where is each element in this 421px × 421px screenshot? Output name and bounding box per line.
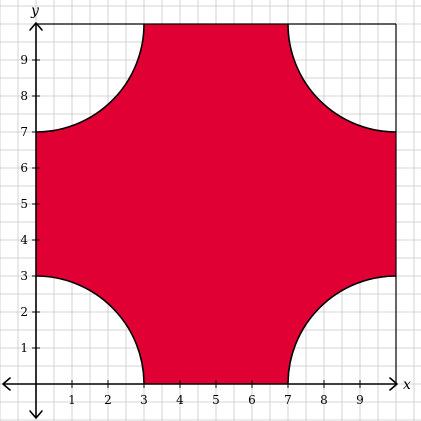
x-axis-arrow-left (2, 377, 11, 391)
y-tick-label: 1 (20, 341, 28, 355)
corner-arc-top-right (287, 23, 397, 133)
x-axis-arrow-right (389, 377, 398, 391)
x-tick-label: 1 (68, 393, 76, 407)
x-tick-label: 8 (320, 393, 328, 407)
axes: x y (2, 3, 411, 419)
y-tick-label: 3 (20, 269, 28, 283)
x-tick-label: 3 (140, 393, 148, 407)
y-tick-label: 5 (20, 197, 28, 211)
x-tick-label: 4 (176, 393, 184, 407)
y-tick-label: 2 (20, 305, 28, 319)
y-axis-arrow-down (29, 410, 43, 419)
x-tick-label: 7 (284, 393, 292, 407)
x-tick-label: 2 (104, 393, 112, 407)
y-tick-label: 8 (20, 89, 28, 103)
y-tick-label: 4 (20, 233, 28, 247)
x-tick-label: 9 (356, 393, 364, 407)
x-tick-label: 6 (248, 393, 256, 407)
corner-arc-top-left (35, 23, 145, 133)
x-axis-label: x (403, 377, 411, 393)
tick-marks: 1 2 3 4 5 6 7 8 9 1 2 3 4 5 6 7 8 9 (20, 53, 363, 407)
y-tick-label: 9 (20, 53, 28, 67)
y-tick-label: 6 (20, 161, 28, 175)
y-axis-label: y (30, 3, 40, 19)
shaded-region (36, 24, 396, 384)
corner-arc-bottom-right (287, 275, 397, 385)
x-tick-label: 5 (212, 393, 220, 407)
corner-arc-bottom-left (35, 275, 145, 385)
y-axis-arrow-up (29, 22, 43, 31)
y-tick-label: 7 (20, 125, 28, 139)
